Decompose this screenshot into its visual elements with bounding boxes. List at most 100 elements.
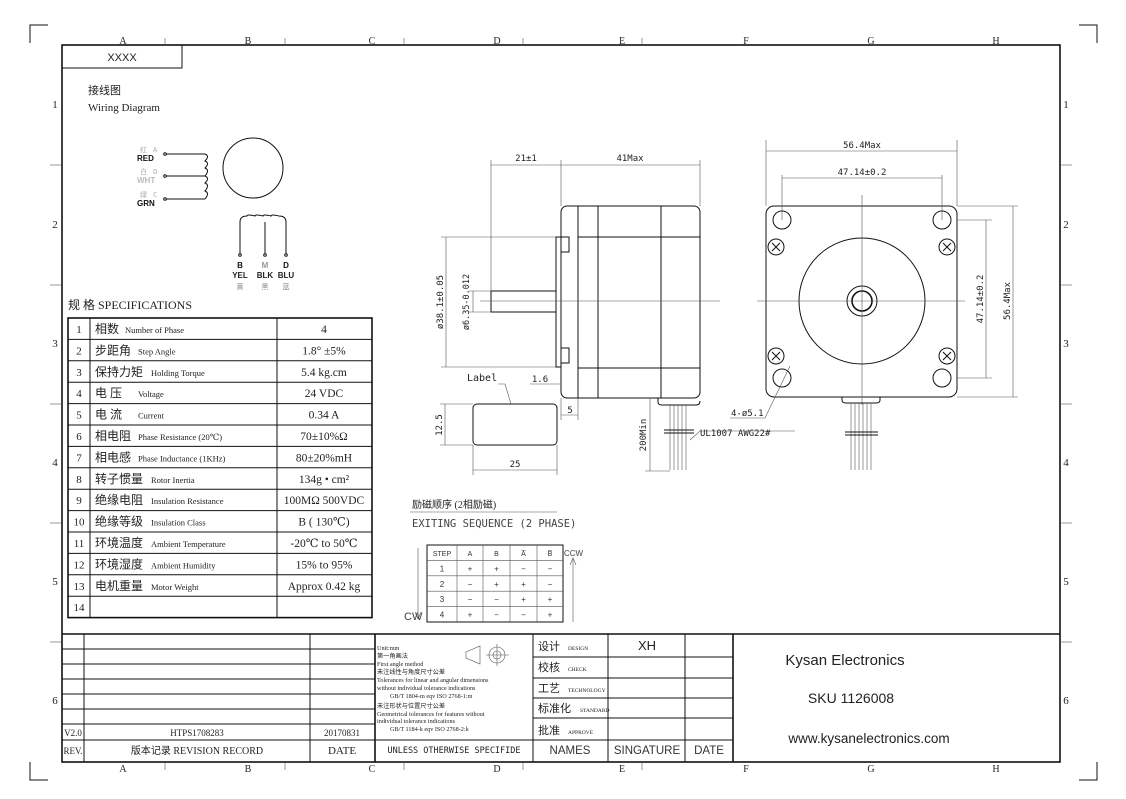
- spec-label-en: Phase Resistance (20℃): [138, 432, 222, 442]
- wiring-title-en: Wiring Diagram: [88, 102, 160, 114]
- sequence-cell: 2: [440, 580, 445, 589]
- sequence-cell: −: [548, 580, 553, 589]
- spec-row-number: 1: [76, 324, 82, 336]
- spec-label-en: Phase Inductance (1KHz): [138, 453, 225, 463]
- grid-row-label: 4: [1063, 457, 1069, 469]
- lead-terminal: [284, 253, 288, 257]
- revision-version: V2.0: [64, 728, 82, 738]
- sequence-cell: 4: [440, 611, 445, 620]
- sequence-cell: +: [521, 595, 526, 604]
- spec-label-en: Insulation Resistance: [151, 496, 224, 506]
- revision-record-label: 版本记录 REVISION RECORD: [131, 744, 263, 757]
- approval-footer-1: SINGATURE: [614, 745, 681, 757]
- approval-label-en: TECHNOLOGY: [568, 688, 606, 694]
- leader-line: [730, 365, 791, 419]
- dim-body-length: 41Max: [616, 154, 644, 164]
- sequence-header-cell: B̅: [547, 550, 553, 558]
- sequence-cell: +: [494, 580, 499, 589]
- spec-value: 15% to 95%: [296, 559, 353, 571]
- leader-line: [689, 430, 795, 441]
- rotor-symbol: [222, 137, 284, 199]
- spec-label-en: Ambient Humidity: [151, 560, 216, 570]
- lead-terminal: [238, 253, 242, 257]
- sequence-header-cell: STEP: [433, 551, 452, 558]
- spec-label-cn: 电机重量: [95, 579, 143, 593]
- screw-cross: [771, 242, 781, 252]
- spec-label-en: Ambient Temperature: [151, 539, 226, 549]
- spec-label-en: Rotor Inertia: [151, 475, 195, 485]
- grid-row-label: 4: [52, 457, 58, 469]
- approval-label-cn: 批准: [538, 723, 560, 737]
- approval-footer-2: DATE: [694, 745, 724, 757]
- spec-label-cn: 转子惯量: [95, 471, 143, 486]
- grid-row-label: 5: [52, 576, 58, 588]
- drawing-frame: [61, 44, 1061, 763]
- lead-letter-label: O: [153, 168, 157, 176]
- tolerance-note: 未注线性与角度尺寸公差: [377, 668, 445, 676]
- approval-footer-0: NAMES: [550, 745, 591, 757]
- grid-row-label: 3: [1063, 338, 1069, 350]
- company-website: www.kysanelectronics.com: [787, 731, 949, 746]
- tolerance-note: First angle method: [377, 661, 424, 668]
- spec-label-cn: 绝缘电阻: [95, 492, 143, 507]
- approval-label-cn: 设计: [538, 640, 560, 653]
- leader-line: [498, 383, 512, 405]
- revision-date: 20170831: [324, 728, 360, 738]
- sequence-header-cell: A̅: [520, 550, 526, 558]
- grid-column-label: E: [619, 764, 625, 775]
- drawing-linework: [29, 24, 1098, 781]
- grid-column-label: G: [867, 36, 874, 47]
- tolerance-note: Geometrical tolerances for features with…: [377, 711, 485, 718]
- spec-label-en: Voltage: [138, 389, 164, 399]
- approval-label-en: CHECK: [568, 667, 587, 673]
- spec-label-cn: 相电感: [95, 449, 131, 464]
- drawing-tag: XXXX: [107, 52, 137, 64]
- grid-row-label: 6: [1063, 695, 1069, 707]
- wiring-title-cn: 接线图: [88, 83, 121, 97]
- grid-column-label: D: [493, 764, 500, 775]
- grid-column-label: H: [992, 764, 999, 775]
- corner-mark: [1079, 24, 1098, 43]
- motor-faceplate: [765, 205, 958, 398]
- screw-cross: [942, 242, 952, 252]
- tolerance-note: without individual tolerance indications: [377, 685, 476, 692]
- spec-label-en: Motor Weight: [151, 582, 199, 592]
- product-sku: SKU 1126008: [808, 690, 894, 706]
- sequence-table: [426, 544, 564, 623]
- dim-hole-callout: 4-ø5.1: [731, 409, 764, 419]
- grid-row-label: 1: [52, 99, 58, 111]
- spec-label-cn: 保持力矩: [95, 364, 143, 379]
- screw-cross: [771, 351, 781, 361]
- spec-row-number: 10: [74, 517, 86, 529]
- dim-label-callout: Label: [467, 373, 497, 384]
- lead-terminal: [163, 152, 167, 156]
- rev-label: REV.: [63, 746, 82, 756]
- corner-mark: [29, 24, 48, 43]
- grid-column-label: A: [119, 764, 127, 775]
- spec-label-cn: 绝缘等级: [95, 514, 143, 529]
- screw-head: [767, 238, 785, 256]
- spec-label-en: Holding Torque: [151, 368, 205, 378]
- sequence-cell: +: [548, 611, 553, 620]
- label-area: [472, 403, 558, 446]
- dim-shaft-length: 21±1: [515, 154, 537, 164]
- spec-row-number: 12: [74, 559, 85, 571]
- sequence-cell: −: [494, 595, 499, 604]
- cable-gland: [841, 397, 881, 404]
- spec-label-cn: 环境湿度: [95, 556, 143, 571]
- lead-letter-label: A: [153, 146, 158, 154]
- spec-value: 70±10%Ω: [300, 431, 347, 443]
- lead-letter-label: B: [237, 261, 243, 270]
- spec-row-number: 3: [76, 367, 82, 379]
- approval-label-en: STANDARD: [580, 708, 610, 714]
- sequence-cell: +: [494, 564, 499, 573]
- sequence-title-cn: 励磁顺序 (2相励磁): [412, 498, 496, 511]
- spec-row-number: 7: [76, 452, 82, 464]
- grid-column-label: A: [119, 36, 127, 47]
- motor-shaft: [490, 290, 557, 313]
- lead-cn-label: 黄: [237, 282, 244, 291]
- grid-column-label: E: [619, 36, 625, 47]
- lead-terminal: [163, 197, 167, 201]
- sequence-cell: −: [468, 580, 473, 589]
- spec-label-cn: 步距角: [95, 343, 131, 357]
